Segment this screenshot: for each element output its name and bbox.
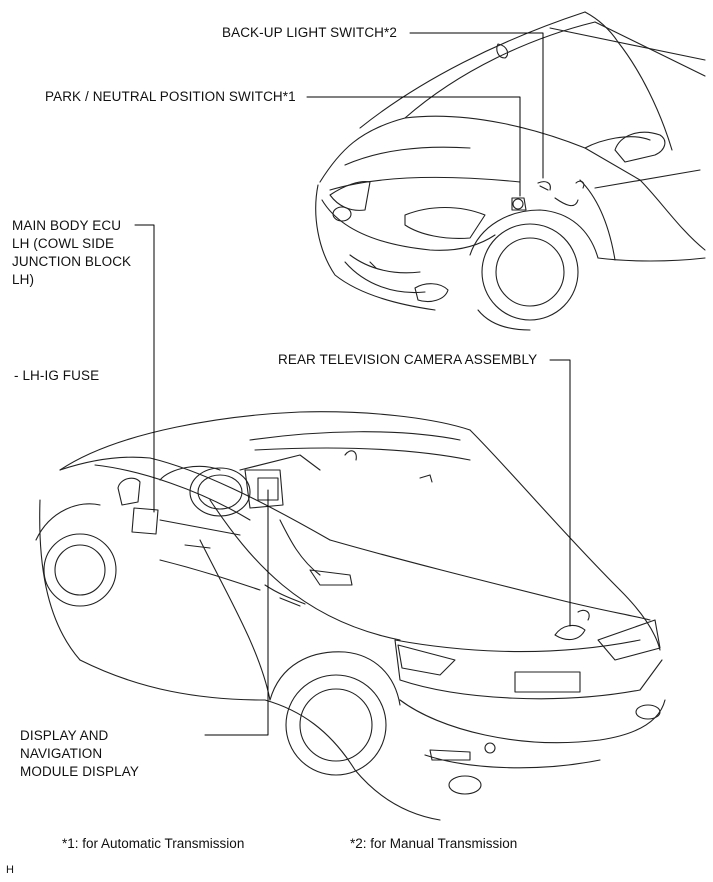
corner-mark: H xyxy=(6,864,14,876)
leader-rear-camera xyxy=(549,359,571,627)
label-main-body-ecu-line-2: LH (COWL SIDE xyxy=(12,236,115,251)
leader-display-nav xyxy=(204,489,269,736)
leader-lines xyxy=(134,32,571,736)
label-display-nav-line-1: DISPLAY AND NAVIGATION xyxy=(20,728,109,761)
label-display-nav-module: DISPLAY AND NAVIGATION MODULE DISPLAY xyxy=(20,727,180,781)
label-main-body-ecu-line-4: LH) xyxy=(12,272,35,287)
label-main-body-ecu: MAIN BODY ECU LH (COWL SIDE JUNCTION BLO… xyxy=(12,217,172,289)
front-car-drawing xyxy=(315,11,706,331)
label-lh-ig-fuse: - LH-IG FUSE xyxy=(14,368,100,383)
rear-car-drawing xyxy=(35,411,666,821)
leader-main-body-ecu xyxy=(134,224,155,513)
label-main-body-ecu-line-3: JUNCTION BLOCK xyxy=(12,254,132,269)
leader-park-neutral xyxy=(306,96,521,197)
label-rear-tv-camera: REAR TELEVISION CAMERA ASSEMBLY xyxy=(278,352,538,367)
label-display-nav-line-2: MODULE DISPLAY xyxy=(20,764,139,779)
label-backup-light-switch: BACK-UP LIGHT SWITCH*2 xyxy=(222,25,397,40)
leader-backup-light xyxy=(409,32,544,179)
footnote-manual: *2: for Manual Transmission xyxy=(350,836,518,851)
footnote-automatic: *1: for Automatic Transmission xyxy=(62,836,245,851)
label-park-neutral-switch: PARK / NEUTRAL POSITION SWITCH*1 xyxy=(45,89,296,104)
label-main-body-ecu-line-1: MAIN BODY ECU xyxy=(12,218,122,233)
